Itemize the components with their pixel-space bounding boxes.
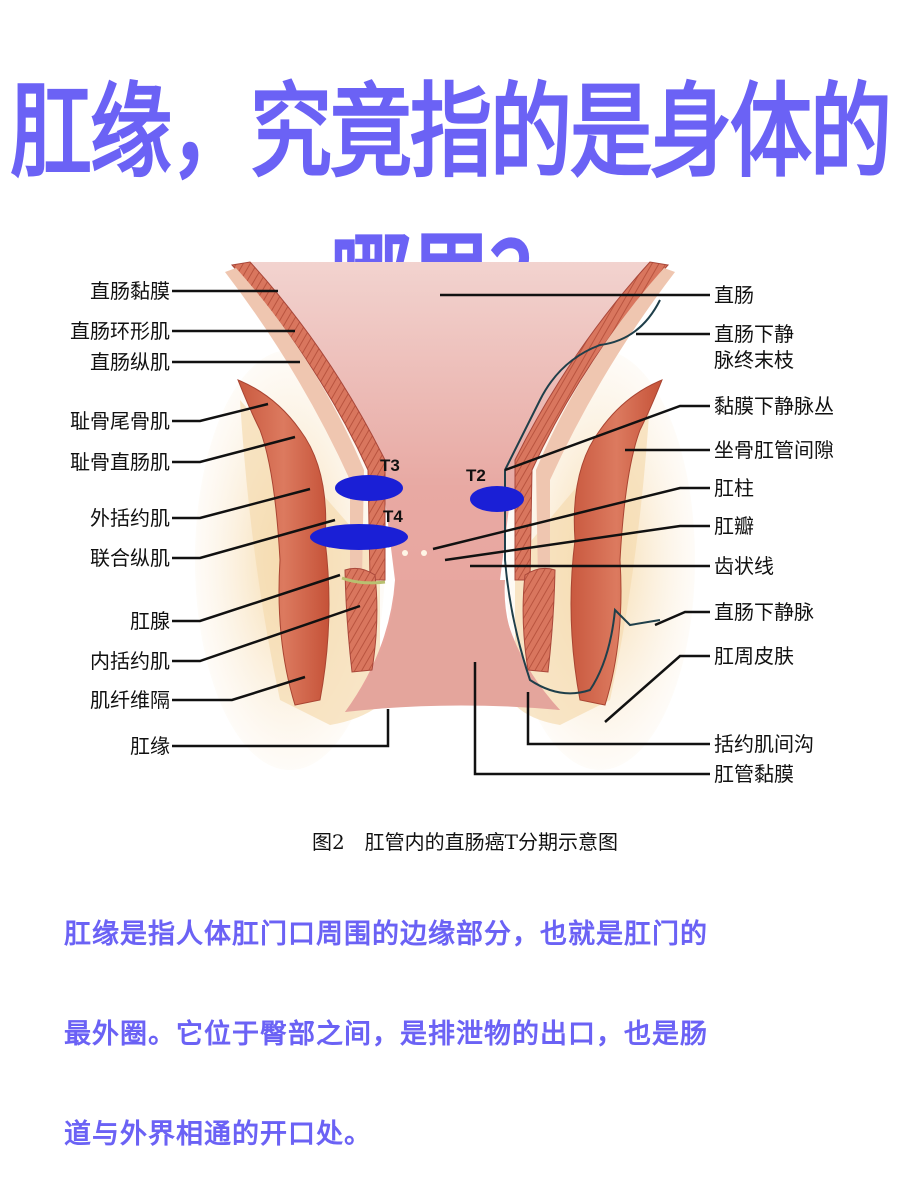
stage-tag-t3: T3 — [380, 456, 400, 475]
body-line-1: 肛缘是指人体肛门口周围的边缘部分，也就是肛门的 — [64, 919, 708, 950]
label-rectum: 直肠 — [714, 283, 754, 307]
label-rectal-longitudinal-muscle: 直肠纵肌 — [90, 350, 170, 374]
label-anal-columns: 肛柱 — [714, 476, 754, 500]
body-line-2: 最外圈。它位于臀部之间，是排泄物的出口，也是肠 — [64, 1019, 708, 1050]
anatomy-diagram: T3 T4 T2 直肠黏膜 直肠环形肌 直肠纵肌 耻骨尾骨肌 耻骨直肠肌 外括约… — [0, 255, 900, 800]
right-leader-lines — [432, 293, 710, 776]
label-anal-gland: 肛腺 — [130, 609, 170, 633]
tumor-marker-t3 — [335, 475, 403, 501]
figure-caption: 图2 肛管内的直肠癌T分期示意图 — [311, 830, 619, 854]
label-ischioanal-space: 坐骨肛管间隙 — [714, 438, 834, 462]
label-conjoint-longitudinal-muscle: 联合纵肌 — [90, 546, 170, 570]
label-inferior-rectal-vein-terminal-branch-l1: 直肠下静 — [714, 322, 794, 346]
label-submucosal-venous-plexus: 黏膜下静脉丛 — [714, 394, 834, 418]
label-rectal-mucosa: 直肠黏膜 — [90, 279, 170, 303]
stage-tag-t4: T4 — [383, 507, 403, 526]
label-internal-sphincter: 内括约肌 — [90, 649, 170, 673]
label-puborectalis: 耻骨直肠肌 — [70, 450, 170, 474]
anal-canal-illustration — [172, 261, 710, 776]
left-leader-lines — [172, 289, 390, 748]
label-inferior-rectal-vein-terminal-branch-l2: 脉终末枝 — [714, 348, 794, 372]
body-line-3: 道与外界相通的开口处。 — [64, 1119, 372, 1150]
stage-tag-t2: T2 — [466, 466, 486, 485]
label-external-sphincter: 外括约肌 — [90, 506, 170, 530]
label-anal-canal-mucosa: 肛管黏膜 — [714, 762, 794, 786]
tumor-marker-t4 — [310, 524, 408, 550]
label-intersphincteric-groove: 括约肌间沟 — [714, 732, 814, 756]
label-fibrous-septum: 肌纤维隔 — [90, 688, 170, 712]
tumor-marker-t2 — [470, 486, 524, 512]
label-dentate-line: 齿状线 — [714, 554, 774, 578]
label-inferior-rectal-vein: 直肠下静脉 — [714, 600, 814, 624]
label-rectal-circular-muscle: 直肠环形肌 — [70, 319, 170, 343]
label-perianal-skin: 肛周皮肤 — [714, 644, 794, 668]
label-anal-verge: 肛缘 — [130, 734, 170, 758]
label-pubococcygeus: 耻骨尾骨肌 — [70, 409, 170, 433]
label-anal-valves: 肛瓣 — [714, 514, 754, 538]
